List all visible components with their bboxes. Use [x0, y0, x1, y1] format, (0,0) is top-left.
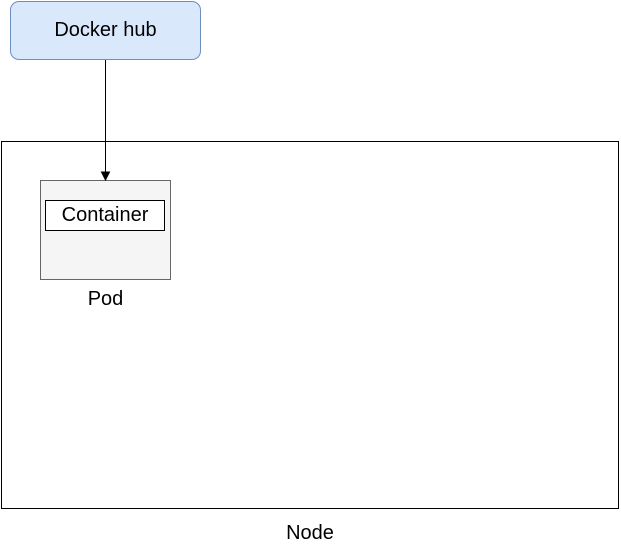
container-box: Container: [45, 200, 165, 231]
docker-hub-label: Docker hub: [54, 19, 157, 41]
docker-hub-box: Docker hub: [10, 1, 201, 60]
container-label: Container: [61, 204, 149, 226]
node-label: Node: [286, 522, 334, 544]
pod-label: Pod: [87, 288, 124, 310]
